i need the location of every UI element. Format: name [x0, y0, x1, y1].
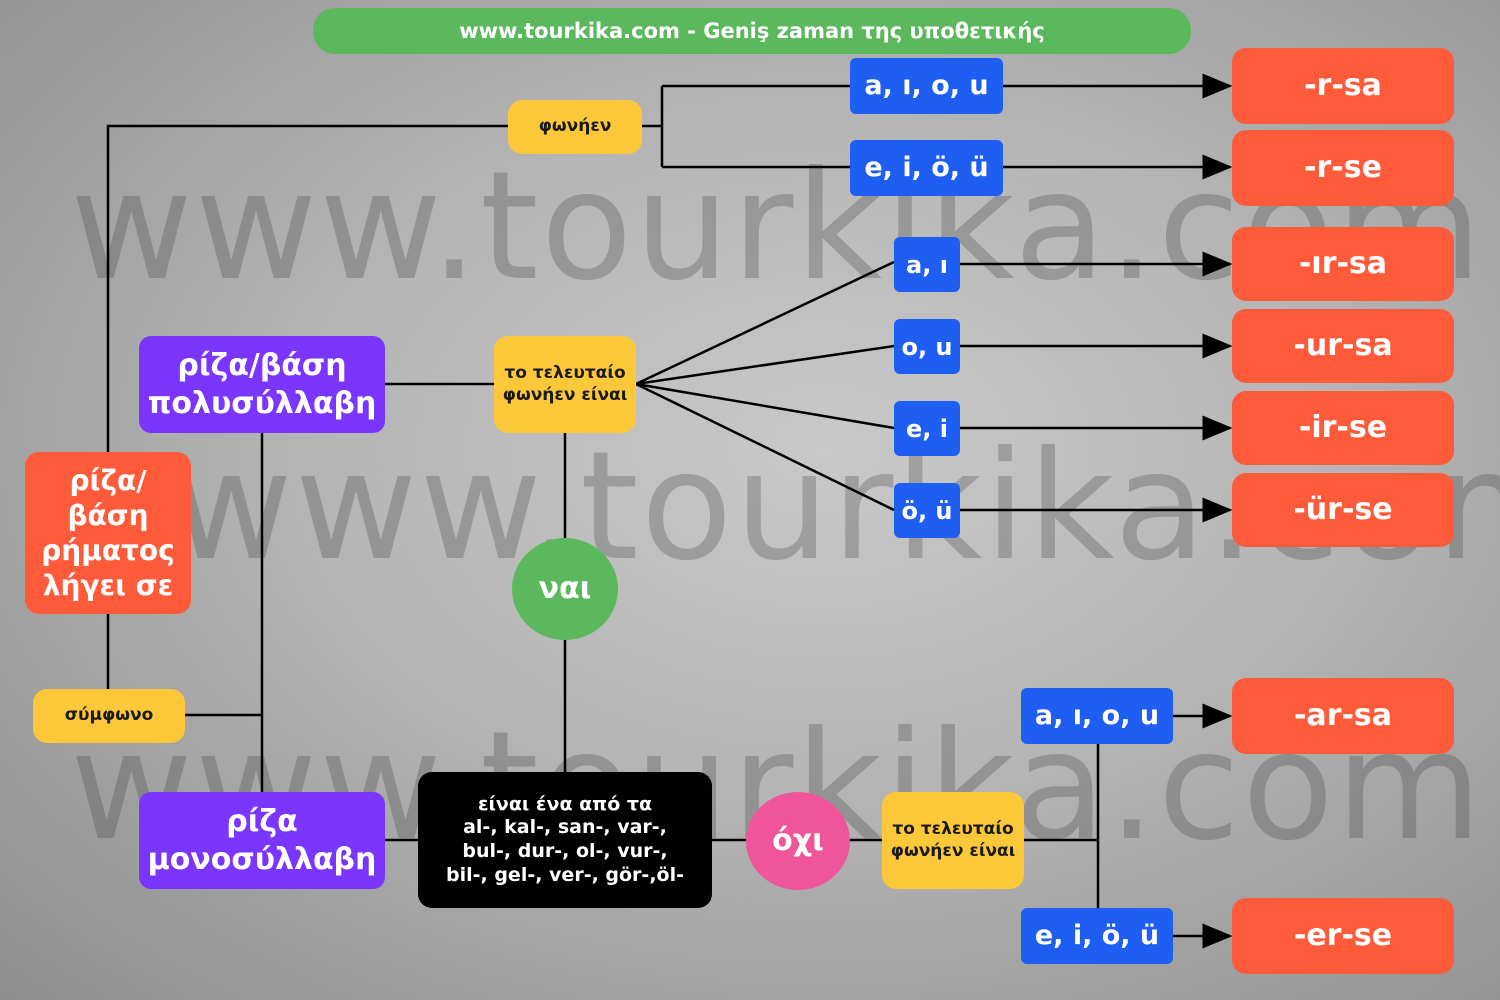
vowel-group: a, ı	[894, 237, 960, 292]
exceptions-box: είναι ένα από τα al-, kal-, san-, var-, …	[418, 772, 712, 908]
no-node: όχι	[746, 792, 850, 890]
vowel-group-front: e, i, ö, ü	[850, 140, 1003, 196]
title-banner: www.tourkika.com - Geniş zaman της υποθε…	[313, 8, 1191, 54]
vowel-group-back: a, ı, o, u	[1021, 688, 1173, 744]
suffix-box: -ir-se	[1232, 391, 1454, 465]
exceptions-line: al-, kal-, san-, var-,	[463, 816, 667, 839]
suffix-box: -er-se	[1232, 898, 1454, 974]
root-node: ρίζα/βάση ρήματος λήγει σε	[25, 452, 191, 614]
vowel-node: φωνήεν	[508, 100, 642, 154]
last-vowel-node-bottom: το τελευταίο φωνήεν είναι	[882, 792, 1024, 889]
suffix-box: -ür-se	[1232, 473, 1454, 547]
suffix-box: -r-sa	[1232, 48, 1454, 124]
suffix-box: -r-se	[1232, 130, 1454, 206]
polysyllabic-node: ρίζα/βάση πολυσύλλαβη	[139, 336, 385, 433]
vowel-group-front: e, i, ö, ü	[1021, 908, 1173, 964]
vowel-group: e, i	[894, 401, 960, 456]
exceptions-line: είναι ένα από τα	[477, 792, 653, 815]
suffix-box: -ar-sa	[1232, 678, 1454, 754]
monosyllabic-node: ρίζα μονοσύλλαβη	[139, 792, 385, 889]
consonant-node: σύμφωνο	[33, 689, 185, 743]
vowel-group: ö, ü	[894, 483, 960, 538]
exceptions-line: bul-, dur-, ol-, vur-,	[462, 840, 668, 862]
vowel-group: o, u	[894, 319, 960, 374]
exceptions-line: bil-, gel-, ver-, gör-,öl-	[445, 863, 684, 886]
vowel-group-back: a, ı, o, u	[850, 58, 1003, 114]
suffix-box: -ır-sa	[1232, 227, 1454, 301]
yes-node: ναι	[512, 538, 618, 640]
suffix-box: -ur-sa	[1232, 309, 1454, 383]
last-vowel-node-top: το τελευταίο φωνήεν είναι	[494, 336, 636, 433]
